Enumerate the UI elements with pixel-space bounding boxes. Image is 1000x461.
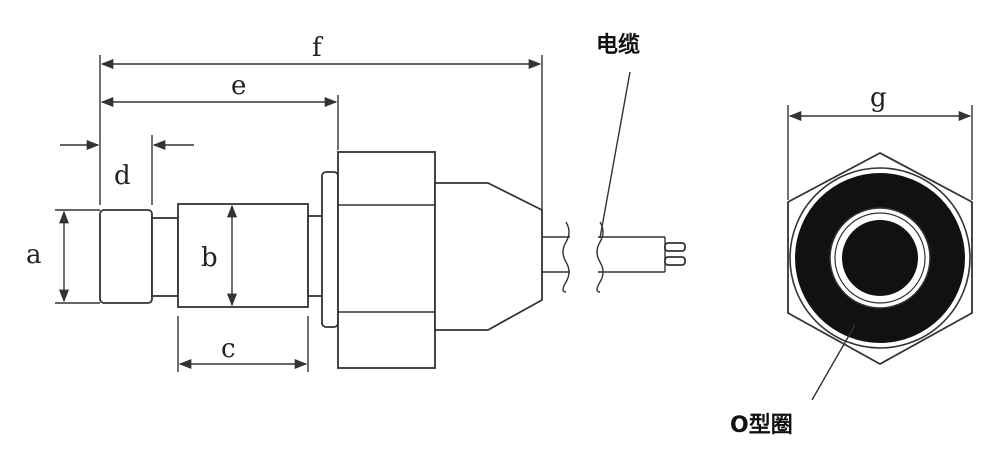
flange [321,171,339,328]
dim-e-label: e [231,71,246,101]
end-view [787,105,973,401]
thread-section [177,203,309,308]
center-bore [842,220,918,296]
oring-callout: O型圈 [730,413,793,438]
sensor-neck [151,217,179,297]
dim-b-label: b [201,243,218,273]
dim-c-label: c [221,334,236,364]
side-view [55,55,686,372]
cable [542,221,686,293]
dim-g-label: g [870,83,887,113]
dim-a-label: a [26,240,42,270]
sensor-tip [99,209,153,304]
dim-d-label: d [114,161,131,191]
cable-callout: 电缆 [596,32,640,58]
hex-nut [337,151,436,369]
cone-body [434,182,543,331]
dim-f-label: f [312,33,324,63]
